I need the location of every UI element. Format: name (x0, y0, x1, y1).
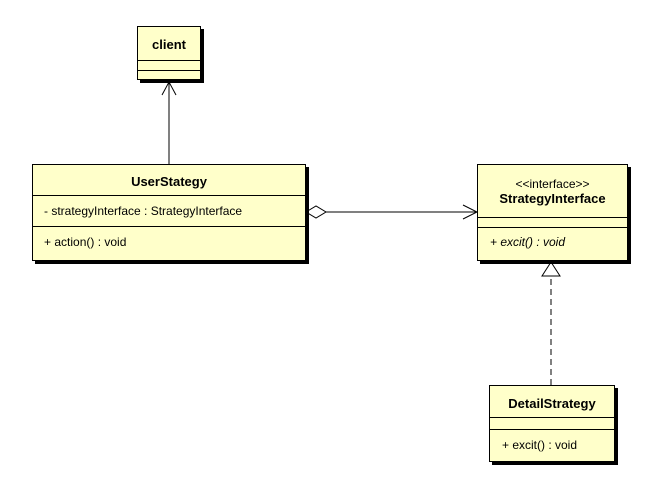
operation-excit-abstract: + excit() : void (490, 235, 566, 249)
open-arrowhead-client (161, 80, 177, 96)
class-detail-strategy-header: DetailStrategy (490, 386, 614, 418)
class-user-strategy-operations: + action() : void (33, 227, 305, 260)
class-user-strategy-name: UserStategy (131, 174, 207, 189)
aggregation-diamond (305, 205, 327, 219)
interface-stereotype: <<interface>> (515, 177, 590, 191)
class-user-strategy[interactable]: UserStategy - strategyInterface : Strate… (32, 164, 306, 261)
class-detail-strategy-operations: + excit() : void (490, 430, 614, 461)
class-detail-strategy-attributes (490, 418, 614, 430)
class-client[interactable]: client (137, 26, 201, 80)
class-strategy-interface-operations: + excit() : void (478, 228, 627, 260)
class-user-strategy-header: UserStategy (33, 165, 305, 196)
realization-triangle (541, 261, 561, 277)
class-strategy-interface-name: StrategyInterface (499, 191, 606, 206)
class-client-header: client (138, 27, 200, 61)
class-user-strategy-attributes: - strategyInterface : StrategyInterface (33, 196, 305, 227)
class-detail-strategy[interactable]: DetailStrategy + excit() : void (489, 385, 615, 462)
attribute-strategy-interface: - strategyInterface : StrategyInterface (44, 204, 243, 218)
class-client-operations (138, 71, 200, 81)
class-client-attributes (138, 61, 200, 71)
class-detail-strategy-name: DetailStrategy (508, 396, 596, 411)
operation-excit: + excit() : void (502, 438, 578, 452)
class-strategy-interface[interactable]: <<interface>> StrategyInterface + excit(… (477, 164, 628, 261)
class-client-name: client (152, 37, 186, 52)
class-strategy-interface-attributes (478, 218, 627, 228)
class-strategy-interface-header: <<interface>> StrategyInterface (478, 165, 627, 218)
operation-action: + action() : void (44, 235, 127, 249)
